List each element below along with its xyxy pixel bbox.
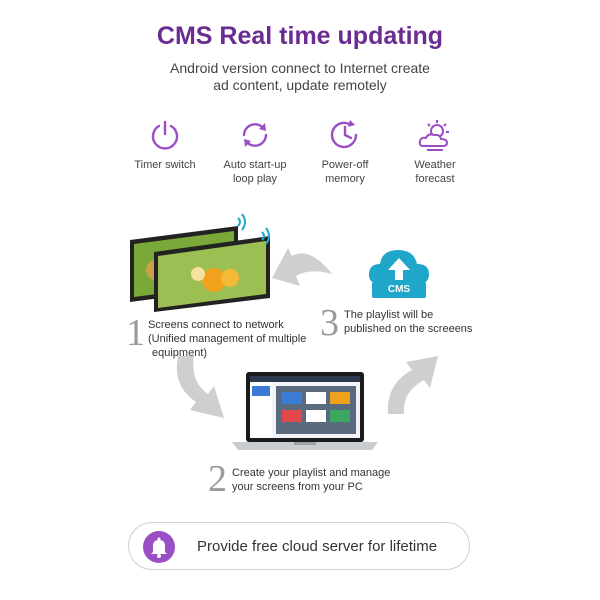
step-1-number: 1 [126,312,145,354]
arrow-step3-to-step1 [272,248,332,286]
page-title: CMS Real time updating [156,22,444,50]
cms-badge: CMS [372,282,426,298]
page-subtitle: Android version connect to Internet crea… [0,60,600,94]
step-3-text: The playlist will be published on the sc… [344,309,473,335]
laptop-illustration [232,372,378,450]
loop-icon [242,123,268,147]
features-row: Timer switch Auto start-up loop play Pow… [120,118,480,188]
arrow-step2-to-step3 [387,356,438,414]
feature-timer-switch: Timer switch [120,118,210,172]
cms-cloud: CMS [366,240,432,302]
feature-label: Auto start-up loop play [223,159,287,185]
display-screens-illustration [130,213,270,312]
feature-label: Timer switch [134,159,196,171]
bell-icon-badge [143,531,175,563]
feature-label: Power-off memory [321,159,369,185]
weather-icon [418,120,449,151]
step-2-text: Create your playlist and manage your scr… [232,467,391,493]
cloud-server-text: Provide free cloud server for lifetime [197,538,438,555]
subtitle-line-1: Android version connect to Internet crea… [170,60,430,76]
cloud-server-banner: Provide free cloud server for lifetime [128,522,470,570]
feature-weather: Weather forecast [390,118,480,186]
step-3-number: 3 [320,302,339,344]
feature-auto-start: Auto start-up loop play [210,118,300,186]
power-icon [151,120,179,150]
step-2-number: 2 [208,458,227,500]
feature-label: Weather forecast [414,159,456,185]
cloud-upload-icon [368,250,429,284]
feature-power-off-memory: Power-off memory [300,118,390,186]
subtitle-line-2: ad content, update remotely [213,77,387,93]
step-1-text: Screens connect to network (Unified mana… [148,319,307,359]
arrow-step1-to-step2 [176,356,224,418]
bell-icon [151,537,167,558]
clock-icon [330,120,358,149]
